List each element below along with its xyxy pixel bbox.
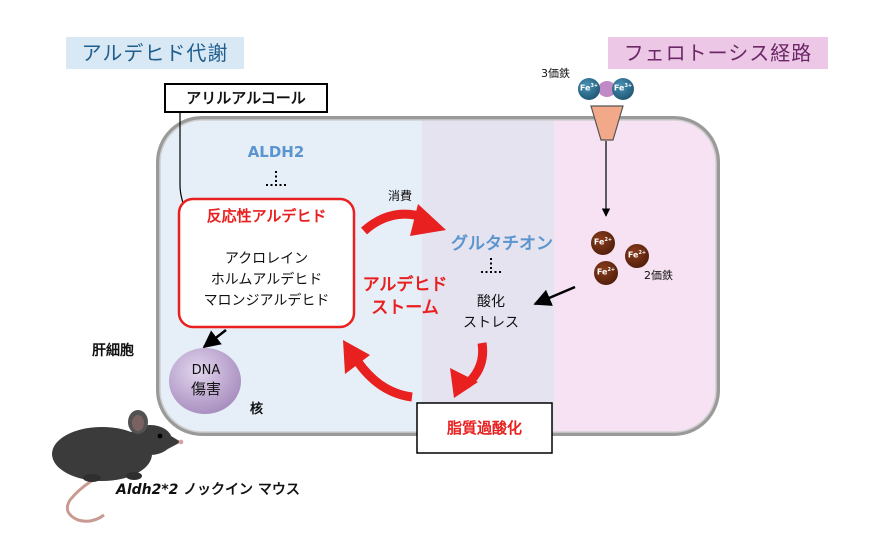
to-lipid-arrow — [450, 342, 488, 398]
fe2-ion-2 — [625, 244, 649, 268]
reactive-aldehyde-label: 反応性アルデヒド — [206, 207, 327, 225]
malondialdehyde-label: マロンジアルデヒド — [203, 293, 330, 309]
oxidative-stress-line1: 酸化 — [477, 294, 505, 310]
middle-zone — [422, 118, 554, 434]
fe2-label-1: Fe2+ — [593, 237, 613, 247]
ferric-iron-label: 3価鉄 — [541, 67, 570, 80]
acrolein-label: アクロレイン — [224, 251, 309, 267]
formaldehyde-label: ホルムアルデヒド — [210, 272, 323, 288]
nucleus-label: 核 — [250, 402, 264, 417]
aldehyde-list: アクロレイン ホルムアルデヒド マロンジアルデヒド — [180, 249, 353, 312]
iron-stress-arrow — [533, 285, 576, 306]
consumption-label: 消費 — [388, 189, 413, 203]
fe3-ion-right — [612, 78, 634, 100]
allyl-alcohol-box: アリルアルコール — [164, 83, 328, 113]
feedback-arrow — [343, 340, 413, 402]
aldehyde-storm-label: アルデヒド ストーム — [360, 274, 450, 320]
oxidative-stress-label: 酸化 ストレス — [452, 292, 530, 334]
fe2-ion-1 — [591, 231, 615, 255]
dna-label: DNA — [191, 363, 221, 378]
consumption-arrow — [361, 204, 446, 236]
mouse-model-label: ノックイン マウス — [178, 482, 300, 498]
dna-damage-label: DNA 傷害 — [170, 362, 242, 398]
reactive-aldehyde-box — [177, 197, 356, 329]
aldehyde-metabolism-header: アルデヒド代謝 — [66, 37, 244, 69]
fe3-label-left: Fe3+ — [579, 83, 599, 93]
fe3-ion-left — [578, 78, 600, 100]
mouse-caption: Aldh2*2 ノックイン マウス — [116, 479, 300, 499]
aldehyde-storm-line1: アルデヒド — [362, 275, 448, 295]
aldh2-label: ALDH2 — [247, 143, 305, 161]
nucleus — [169, 348, 241, 414]
fe3-label-right: Fe3+ — [613, 83, 633, 93]
lipid-peroxidation-label: 脂質過酸化 — [446, 419, 522, 437]
oxidative-stress-line2: ストレス — [463, 315, 519, 331]
hepatocyte-label: 肝細胞 — [92, 343, 134, 359]
transporter — [590, 105, 624, 141]
dna-damage-arrow — [202, 329, 227, 349]
fe2-label-2: Fe2+ — [627, 250, 647, 260]
damage-label: 傷害 — [190, 380, 221, 398]
ferrous-iron-label: 2価鉄 — [644, 269, 673, 282]
mouse-genotype: Aldh2*2 — [116, 482, 179, 498]
mouse-illustration — [52, 410, 184, 523]
aldehyde-storm-line2: ストーム — [371, 298, 439, 318]
ferroptosis-zone — [554, 118, 718, 434]
lipid-peroxidation-box — [416, 402, 553, 454]
glutathione-label: グルタチオン — [451, 234, 553, 254]
fe2-label-3: Fe2+ — [596, 267, 616, 277]
fe2-ion-3 — [594, 261, 618, 285]
ferroptosis-pathway-header: フェロトーシス経路 — [608, 37, 828, 69]
